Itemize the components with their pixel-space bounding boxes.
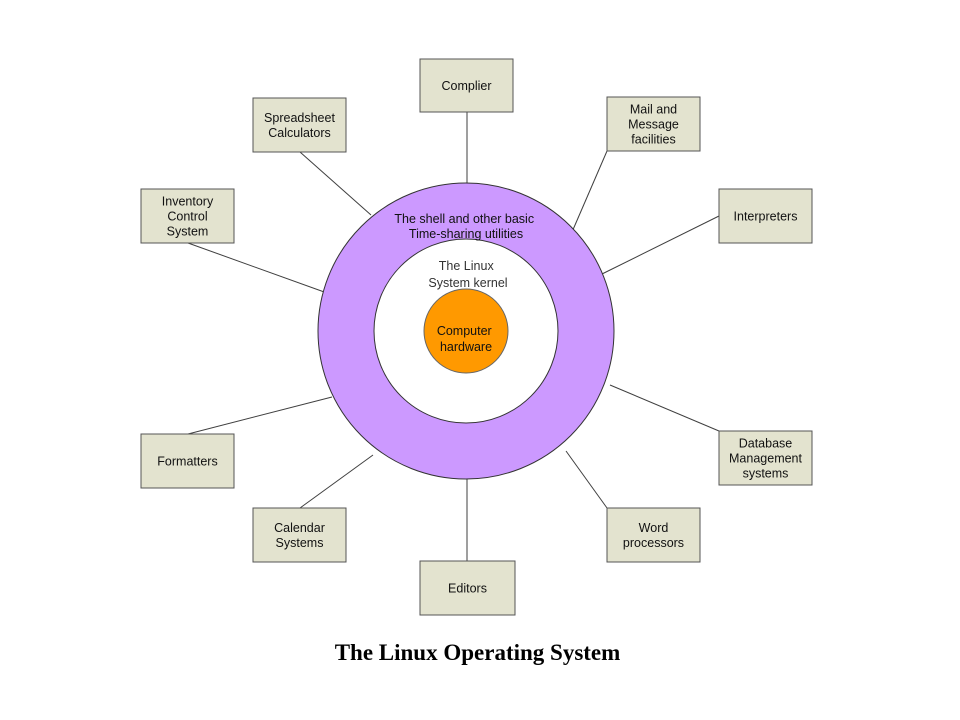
box-editors: Editors — [419, 560, 516, 616]
hardware-label: Computer hardware — [437, 324, 495, 354]
shell-label-line: Time-sharing utilities — [409, 227, 523, 241]
diagram-title: The Linux Operating System — [334, 640, 621, 665]
box-interpreters: Interpreters — [718, 188, 813, 244]
kernel-label-line: The Linux — [439, 259, 495, 273]
box-label-line: Mail and — [630, 103, 677, 117]
box-label-line: Systems — [276, 536, 324, 550]
box-rect — [606, 507, 701, 563]
connector-lines — [187, 112, 720, 561]
connector-formatters — [187, 396, 333, 435]
box-label-line: Editors — [448, 582, 487, 596]
connector-database — [609, 384, 720, 432]
box-label-line: systems — [743, 467, 789, 481]
hardware-label-line: Computer — [437, 324, 492, 338]
kernel-label-line: System kernel — [428, 276, 507, 290]
hardware-label-line: hardware — [440, 340, 492, 354]
box-rect — [419, 560, 516, 616]
box-label: Complier — [441, 79, 491, 93]
connector-word-processors — [565, 450, 608, 509]
connector-calendar — [299, 454, 374, 509]
box-label-line: Management — [729, 452, 802, 466]
box-label-line: Database — [739, 437, 793, 451]
shell-label-line: The shell and other basic — [394, 212, 534, 226]
box-rect — [252, 507, 347, 563]
box-rect — [718, 430, 813, 486]
box-label-line: Message — [628, 118, 679, 132]
box-label-line: Calculators — [268, 126, 331, 140]
box-label-line: Control — [167, 210, 207, 224]
box-rect — [419, 58, 514, 113]
connector-spreadsheet — [299, 151, 372, 216]
box-rect — [606, 96, 701, 152]
shell-label: The shell and other basic Time-sharing u… — [394, 212, 537, 241]
box-label-line: Interpreters — [734, 210, 798, 224]
box-label-line: Complier — [441, 79, 491, 93]
box-label-line: Word — [639, 521, 669, 535]
box-rect — [718, 188, 813, 244]
box-formatters: Formatters — [140, 433, 235, 489]
box-rect — [140, 188, 235, 244]
hardware-core — [423, 288, 509, 374]
box-label-line: Calendar — [274, 521, 325, 535]
kernel-label: The Linux System kernel — [428, 259, 507, 290]
box-label: Editors — [448, 582, 487, 596]
box-label-line: facilities — [631, 133, 675, 147]
box-label-line: processors — [623, 536, 684, 550]
box-label: Interpreters — [734, 210, 798, 224]
box-rect — [140, 433, 235, 489]
box-label-line: System — [167, 225, 209, 239]
box-complier: Complier — [419, 58, 514, 113]
box-rect — [252, 97, 347, 153]
box-label-line: Inventory — [162, 195, 214, 209]
connector-mail — [571, 150, 608, 233]
connector-interpreters — [601, 215, 720, 275]
box-label: Formatters — [157, 455, 217, 469]
box-label-line: Formatters — [157, 455, 217, 469]
box-label-line: Spreadsheet — [264, 111, 335, 125]
connector-inventory — [187, 242, 328, 294]
